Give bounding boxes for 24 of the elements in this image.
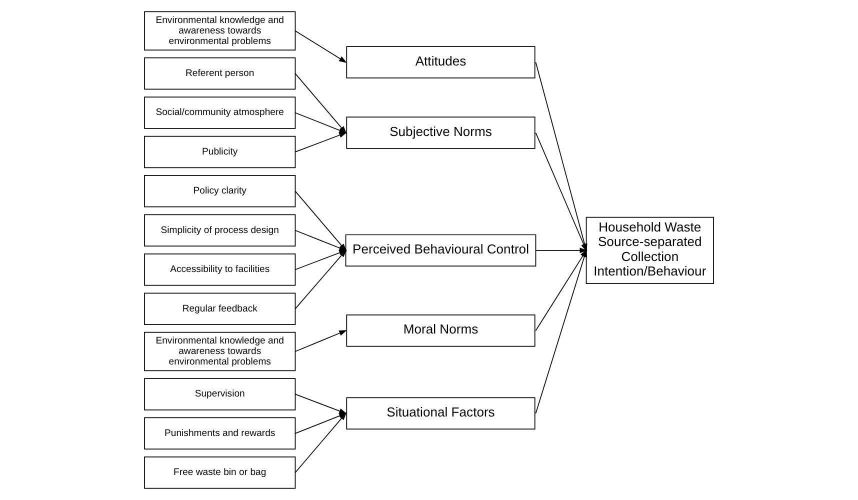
node-box: Environmental knowledge and awareness towards environmental problems (144, 332, 296, 372)
node-box: Accessibility to facilities (144, 253, 296, 286)
node-box: Free waste bin or bag (144, 456, 296, 489)
arrow (535, 249, 587, 414)
node-box: Publicity (144, 136, 296, 168)
node-box: Perceived Behavioural Control (345, 234, 536, 267)
arrow (535, 249, 587, 332)
node-box: Policy clarity (144, 175, 296, 208)
node-box: Subjective Norms (346, 116, 536, 149)
node-box: Supervision (144, 378, 296, 410)
node-box: Social/community atmosphere (144, 96, 296, 129)
node-box: Referent person (144, 57, 296, 90)
arrow (535, 248, 588, 254)
node-box: Attitudes (346, 46, 536, 78)
node-box: Punishments and rewards (144, 417, 296, 450)
arrow (294, 132, 348, 152)
arrow (294, 30, 347, 63)
node-box: Environmental knowledge and awareness towards environmental problems (144, 11, 296, 50)
node-box: Simplicity of process design (144, 214, 296, 247)
node-box: Moral Norms (346, 314, 536, 347)
node-box: Situational Factors (346, 397, 536, 430)
arrow (294, 330, 347, 352)
node-box: Household Waste Source-separated Collection Intention/Behaviour (586, 216, 714, 284)
node-box: Regular feedback (144, 292, 296, 325)
